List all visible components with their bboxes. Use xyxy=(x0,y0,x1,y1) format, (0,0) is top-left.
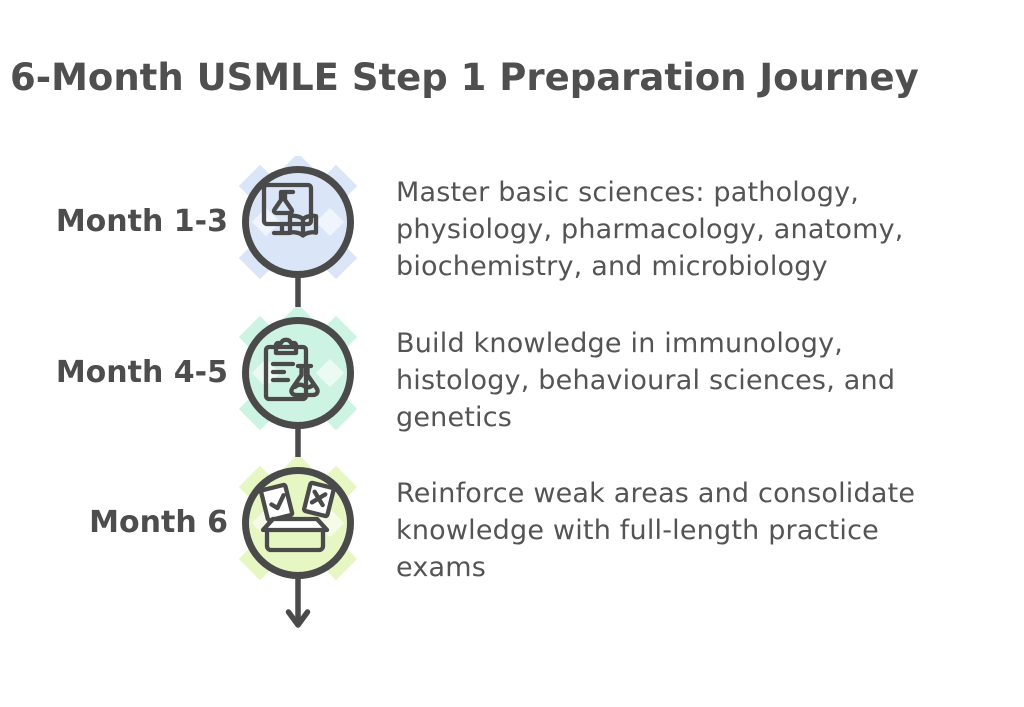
page-title: 6-Month USMLE Step 1 Preparation Journey xyxy=(10,56,919,99)
milestone-description: Reinforce weak areas and consolidate kno… xyxy=(396,478,916,583)
clipboard-flask-icon xyxy=(263,337,320,402)
milestone-node xyxy=(232,304,364,439)
milestone-badge xyxy=(238,454,358,581)
exam-cards-ballot-box-icon xyxy=(259,480,336,553)
milestone-node xyxy=(232,454,364,589)
milestone-description: Master basic sciences: pathology, physio… xyxy=(396,177,904,282)
milestone-badge xyxy=(238,304,358,431)
milestone-ring xyxy=(242,317,354,429)
milestone-description: Build knowledge in immunology, histology… xyxy=(396,328,896,433)
milestone-label: Month 6 xyxy=(89,505,228,540)
milestone-label: Month 1-3 xyxy=(55,204,228,239)
milestone-ring xyxy=(242,166,354,278)
milestone-label: Month 4-5 xyxy=(55,355,228,390)
monitor-flask-book-icon xyxy=(261,182,319,238)
arrow-down-icon xyxy=(285,609,311,628)
milestone-node xyxy=(232,153,364,288)
milestone-ring xyxy=(242,467,354,579)
milestone-badge xyxy=(238,153,358,280)
